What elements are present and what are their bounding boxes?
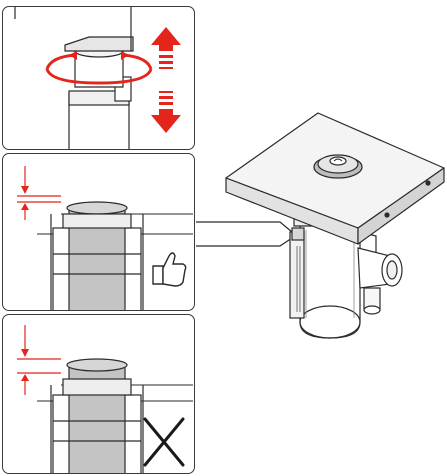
side-branch-pipe: [357, 231, 403, 315]
rotation-arrow-icon: [45, 51, 153, 85]
pipe-section: [50, 201, 144, 310]
overflow-cap: [313, 154, 363, 179]
callout-leader-line: [196, 221, 293, 233]
height-dimension-marker: [17, 166, 61, 220]
callout-leader-line-lower: [196, 237, 293, 247]
panel-correct-height: [2, 153, 195, 311]
panel-incorrect-height: [2, 314, 195, 474]
pipe-detail: [14, 7, 134, 149]
cross-mark-icon: [143, 417, 185, 467]
panel-rotate-adjust: [2, 6, 195, 150]
pipe-body: [289, 217, 361, 339]
pipe-section: [50, 358, 144, 473]
thumbs-up-icon: [152, 252, 187, 287]
height-dimension-marker: [17, 325, 61, 395]
up-down-arrow-icon: [151, 27, 181, 133]
